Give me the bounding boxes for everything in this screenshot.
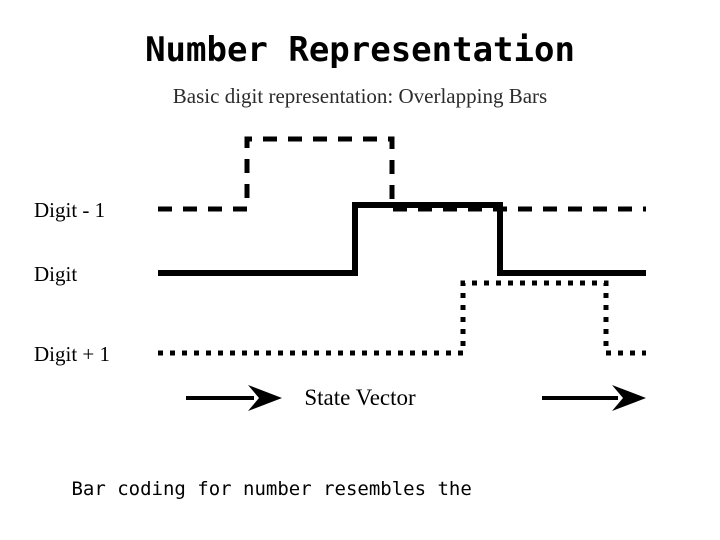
waveform-dashed-line	[158, 136, 646, 212]
axis-label-digit-minus-1: Digit - 1	[34, 198, 106, 222]
series-digit-minus-1	[158, 136, 646, 212]
series-digit	[158, 202, 646, 276]
state-vector-label: State Vector	[304, 385, 416, 410]
axis-label-digit: Digit	[34, 262, 78, 286]
left-arrow-head	[248, 385, 282, 411]
state-vector-arrows	[186, 385, 646, 411]
caption-line-1: Bar coding for number resembles the	[60, 478, 472, 500]
page-title: Number Representation	[145, 30, 575, 70]
caption-block: Bar coding for number resembles the numb…	[0, 424, 720, 540]
series-digit-plus-1	[158, 280, 646, 356]
waveform-dotted-line	[158, 280, 646, 356]
right-arrow-head	[612, 385, 646, 411]
waveform-solid-line	[158, 202, 646, 276]
chart-subtitle: Basic digit representation: Overlapping …	[172, 84, 548, 108]
axis-label-digit-plus-1: Digit + 1	[34, 342, 111, 366]
